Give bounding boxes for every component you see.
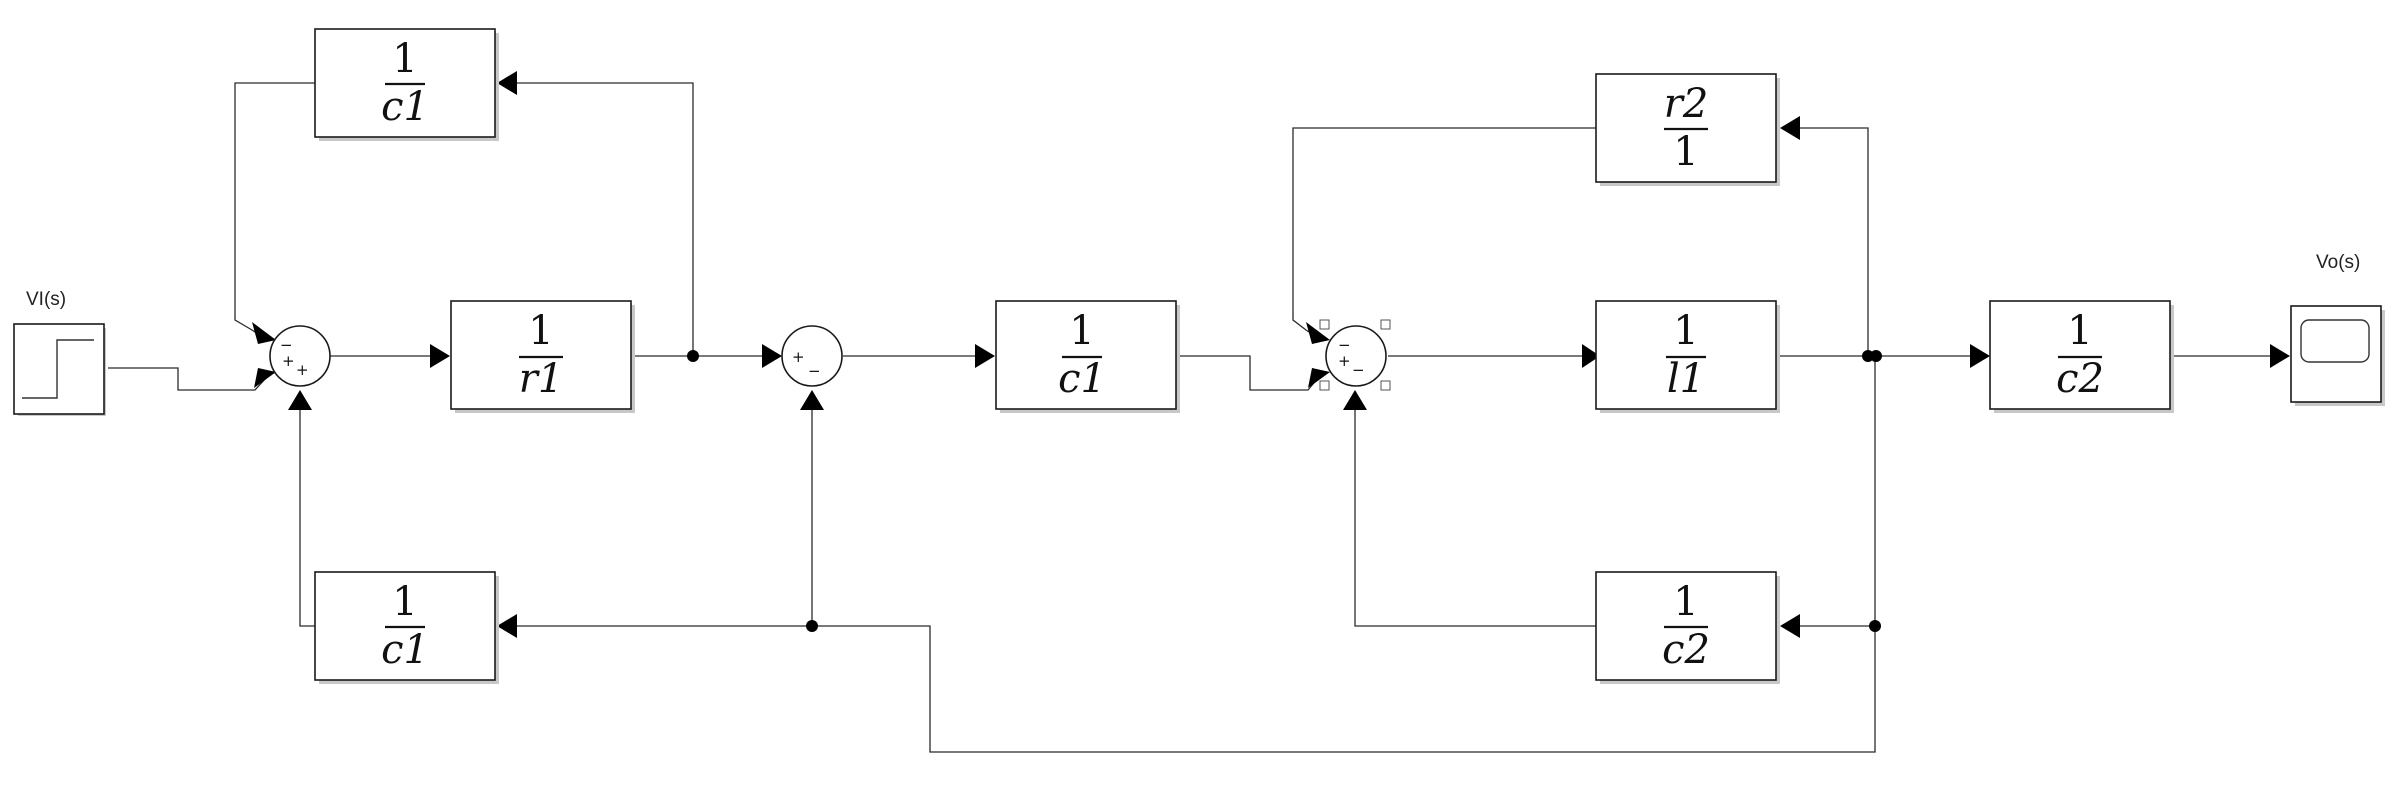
sum-sign: − <box>1352 361 1365 379</box>
wire-junction1-to-gtopleft[interactable] <box>517 82 694 356</box>
gain-denominator: 1 <box>1673 129 1698 175</box>
arrowhead <box>1970 344 1990 368</box>
gain-numerator: 1 <box>392 579 417 625</box>
junction-dots <box>687 350 1882 632</box>
wire-step-to-sum1[interactable] <box>108 367 267 391</box>
sum-sign: + <box>1338 352 1351 370</box>
arrowheads <box>252 71 2290 638</box>
gain-block-bottom-left[interactable]: 1 c1 <box>314 571 499 684</box>
gain-block-c1-middle[interactable]: 1 c1 <box>995 300 1180 413</box>
sum-sign: + <box>792 348 805 366</box>
arrowhead <box>254 368 276 388</box>
sum-block-3[interactable]: − + − <box>1319 319 1391 391</box>
gain-denominator: c1 <box>381 627 429 673</box>
arrowhead <box>288 390 312 410</box>
selection-handle[interactable] <box>1380 319 1391 330</box>
wire-gtopleft-to-sum1[interactable] <box>234 82 315 339</box>
step-source-block[interactable]: VI(s) <box>13 289 106 416</box>
arrowhead <box>762 344 782 368</box>
arrowhead <box>252 322 276 344</box>
arrowhead <box>2270 344 2290 368</box>
sum-block-1[interactable]: − + + <box>269 325 331 387</box>
gain-denominator: c2 <box>2056 356 2104 402</box>
arrowhead <box>1582 344 1600 368</box>
arrowhead <box>1343 390 1367 410</box>
gain-denominator: c2 <box>1662 627 1710 673</box>
gain-denominator: l1 <box>1667 356 1705 402</box>
sum-block-2[interactable]: + − <box>781 325 843 387</box>
arrowhead <box>430 344 450 368</box>
sum-sign: − <box>280 336 293 354</box>
wire-gtopright-to-sum3[interactable] <box>1292 127 1596 339</box>
arrowhead <box>1780 614 1800 638</box>
arrowhead <box>800 390 824 410</box>
arrowhead <box>1306 322 1330 344</box>
sum-sign: + <box>296 361 309 379</box>
selection-handle[interactable] <box>1319 319 1330 330</box>
wire-c1mid-to-sum3[interactable] <box>1176 355 1319 391</box>
gain-denominator: c1 <box>381 84 429 130</box>
arrowhead <box>975 344 995 368</box>
sum-sign: − <box>808 362 821 380</box>
scope-icon <box>2300 319 2370 363</box>
scope-block[interactable]: Vo(s) <box>2290 252 2385 406</box>
gain-numerator: r2 <box>1664 81 1709 127</box>
gain-denominator: c1 <box>1058 356 1106 402</box>
gain-numerator: 1 <box>1069 308 1094 354</box>
gain-block-l1[interactable]: 1 l1 <box>1595 300 1780 413</box>
junction-dot <box>1870 350 1882 362</box>
arrowhead <box>497 71 517 95</box>
wire-junction2-down[interactable] <box>812 356 1876 753</box>
selection-handle[interactable] <box>1319 380 1330 391</box>
gain-block-top-right[interactable]: r2 1 <box>1595 73 1780 186</box>
gain-numerator: 1 <box>392 36 417 82</box>
gain-block-c2-output[interactable]: 1 c2 <box>1989 300 2174 413</box>
gain-block-r1[interactable]: 1 r1 <box>450 300 635 413</box>
step-icon <box>22 339 94 399</box>
arrowhead <box>1308 368 1330 388</box>
junction-dot <box>806 620 818 632</box>
gain-block-top-left[interactable]: 1 c1 <box>314 28 499 141</box>
gain-numerator: 1 <box>1673 579 1698 625</box>
gain-block-bottom-right[interactable]: 1 c2 <box>1595 571 1780 684</box>
arrowhead <box>497 614 517 638</box>
gain-numerator: 1 <box>2067 308 2092 354</box>
gain-denominator: r1 <box>519 356 564 402</box>
gain-numerator: 1 <box>1673 308 1698 354</box>
arrowhead <box>1780 116 1800 140</box>
wire-gbottomleft-to-sum1[interactable] <box>299 408 315 627</box>
junction-dot <box>687 350 699 362</box>
sum-sign: − <box>1338 336 1351 354</box>
sum-sign: + <box>282 352 295 370</box>
scope-label: Vo(s) <box>2316 252 2360 273</box>
junction-dot <box>1869 620 1881 632</box>
gain-numerator: 1 <box>528 308 553 354</box>
selection-handle[interactable] <box>1380 380 1391 391</box>
source-label: VI(s) <box>26 289 66 310</box>
wire-junction2-to-gtopright[interactable] <box>1800 127 1869 356</box>
wire-gbottomright-to-sum3[interactable] <box>1354 408 1596 627</box>
